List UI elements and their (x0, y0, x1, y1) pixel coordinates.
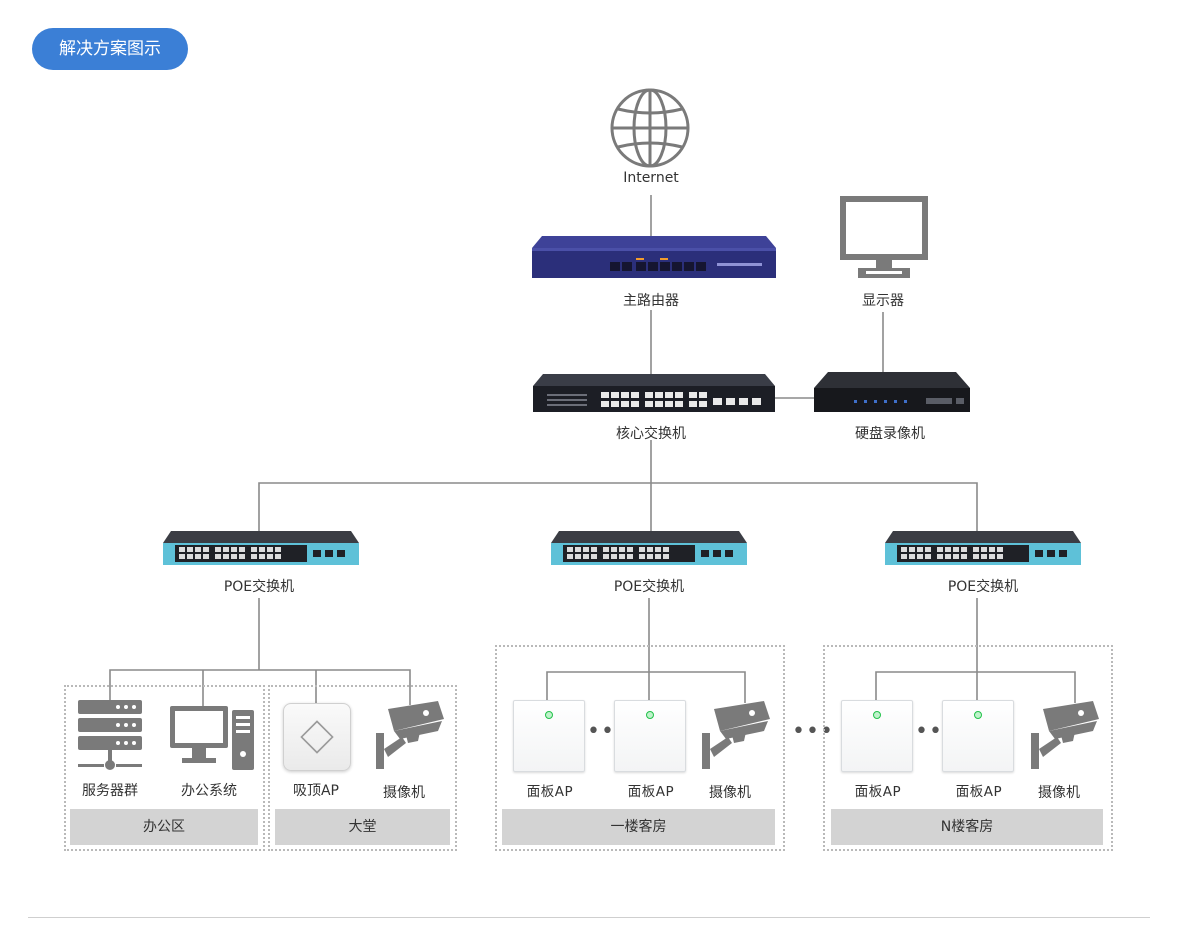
floorN-item-label-1: 面板AP (854, 784, 902, 800)
nvr-icon (814, 372, 970, 412)
zone-floorN (823, 645, 1113, 851)
zone-floorN-name: N楼客房 (831, 809, 1103, 845)
zone-floor1-name: 一楼客房 (502, 809, 775, 845)
router-label: 主路由器 (623, 293, 679, 309)
lobby-item-label-1: 吸顶AP (292, 783, 340, 799)
poe-switch-label-1: POE交换机 (223, 579, 295, 595)
core-switch-label: 核心交换机 (616, 426, 686, 442)
poe-switch-label-3: POE交换机 (947, 579, 1019, 595)
zone-office-name: 办公区 (70, 809, 258, 845)
floor1-item-label-2: 面板AP (627, 784, 675, 800)
panel-ap-icon (841, 700, 913, 772)
globe-icon (610, 88, 690, 168)
monitor-icon (840, 196, 928, 278)
camera-icon (702, 701, 770, 769)
panel-ap-icon (614, 700, 686, 772)
nvr-label: 硬盘录像机 (855, 426, 925, 442)
office-item-label-2: 办公系统 (181, 783, 237, 799)
office-item-label-1: 服务器群 (82, 783, 138, 799)
poe-switch-label-2: POE交换机 (613, 579, 685, 595)
floor1-item-label-3: 摄像机 (709, 785, 751, 801)
panel-ap-icon (942, 700, 1014, 772)
bottom-divider (28, 917, 1150, 918)
core-switch-icon (533, 374, 775, 412)
poe-switch-icon (163, 531, 359, 565)
zone-floor1 (495, 645, 785, 851)
zone-office (64, 685, 265, 851)
zone-lobby (268, 685, 457, 851)
solution-diagram-badge: 解决方案图示 (32, 28, 188, 70)
router-icon (532, 236, 776, 278)
panel-ap-icon (513, 700, 585, 772)
lobby-item-label-2: 摄像机 (383, 785, 425, 801)
ceiling-ap-icon (283, 703, 351, 771)
desktop-computer-icon (170, 706, 254, 770)
floorN-item-label-3: 摄像机 (1038, 785, 1080, 801)
server-rack-icon (78, 700, 142, 770)
camera-icon (376, 701, 444, 769)
camera-icon (1031, 701, 1099, 769)
poe-switch-icon (885, 531, 1081, 565)
zone-lobby-name: 大堂 (275, 809, 450, 845)
floor1-item-label-1: 面板AP (526, 784, 574, 800)
monitor-label: 显示器 (862, 293, 904, 309)
poe-switch-icon (551, 531, 747, 565)
floorN-item-label-2: 面板AP (955, 784, 1003, 800)
internet-label: Internet (623, 170, 679, 186)
